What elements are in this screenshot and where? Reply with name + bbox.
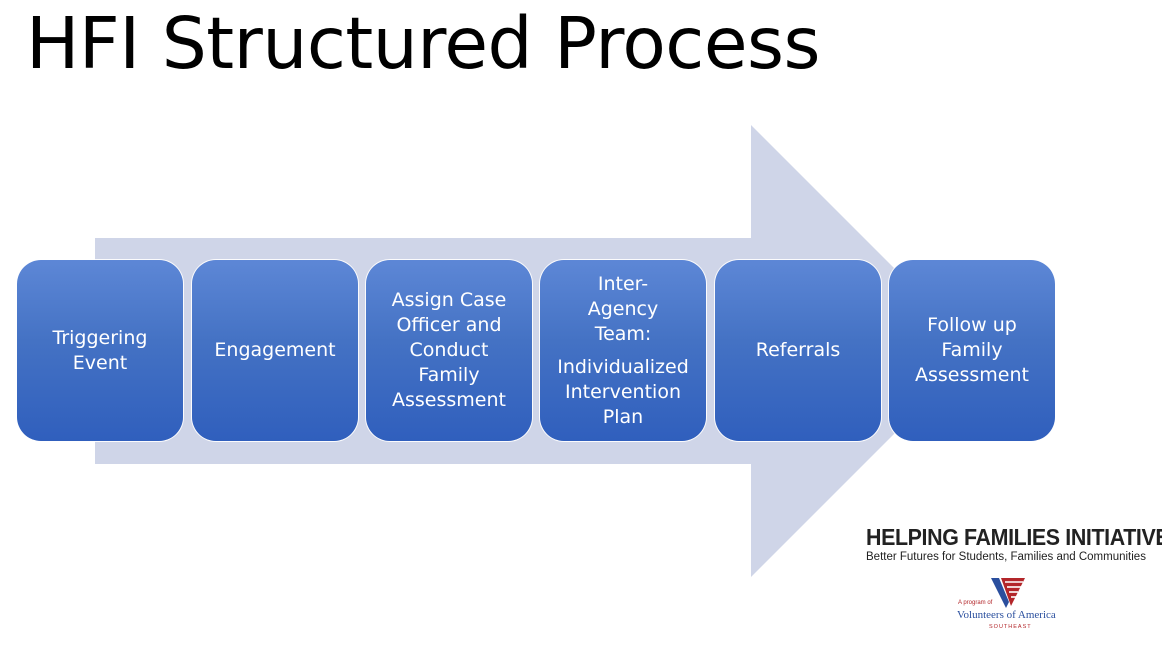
step-inter-agency-team: Inter-Agency Team: Individualized Interv… bbox=[540, 260, 706, 441]
step-engagement: Engagement bbox=[192, 260, 358, 441]
process-arrow-shape bbox=[95, 125, 977, 577]
step-referrals: Referrals bbox=[715, 260, 881, 441]
voa-org-name: Volunteers of America bbox=[957, 609, 1056, 621]
step-sublabel: Individualized Intervention Plan bbox=[557, 355, 689, 428]
step-label: Follow up Family Assessment bbox=[915, 314, 1029, 386]
hfi-logo: HELPING FAMILIES INITIATIVE Better Futur… bbox=[866, 524, 1162, 564]
voa-program-of: A program of bbox=[958, 600, 993, 606]
step-label: Triggering Event bbox=[52, 326, 148, 374]
step-triggering-event: Triggering Event bbox=[17, 260, 183, 441]
step-follow-up-assessment: Follow up Family Assessment bbox=[889, 260, 1055, 441]
logo-title: HELPING FAMILIES INITIATIVE bbox=[866, 524, 1162, 550]
logo-subtitle: Better Futures for Students, Families an… bbox=[866, 551, 1146, 563]
step-label: Inter-Agency Team: bbox=[587, 272, 659, 345]
voa-logo: A program of Volunteers of America SOUTH… bbox=[955, 576, 1075, 636]
step-label: Engagement bbox=[214, 339, 336, 361]
voa-region: SOUTHEAST bbox=[989, 624, 1032, 630]
voa-flag-v-icon bbox=[991, 578, 1025, 608]
page-title: HFI Structured Process bbox=[26, 2, 821, 85]
step-label: Assign Case Officer and Conduct Family A… bbox=[391, 289, 507, 411]
step-label: Referrals bbox=[755, 339, 841, 361]
step-assign-case-officer: Assign Case Officer and Conduct Family A… bbox=[366, 260, 532, 441]
